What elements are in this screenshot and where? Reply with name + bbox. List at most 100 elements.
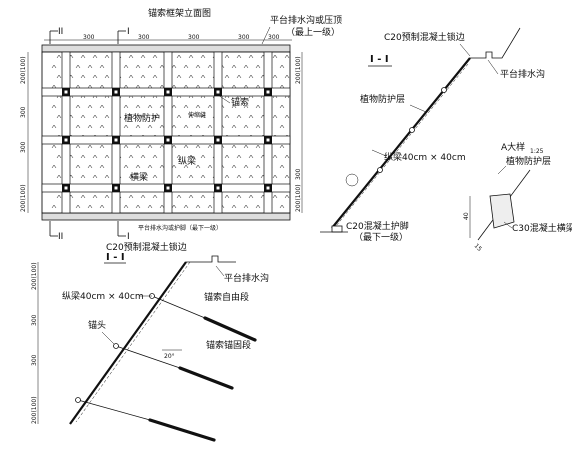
vegetation-mark xyxy=(80,154,86,159)
section-mark-ii-bottom: II xyxy=(58,232,63,242)
side-dim-4: 200(100) xyxy=(20,184,27,212)
vegetation-layer-label: 植物防护层 xyxy=(360,93,405,105)
platform-drain-label: 平台排水沟 xyxy=(500,68,545,80)
vegetation-mark xyxy=(51,164,57,169)
vegetation-mark xyxy=(236,194,242,199)
vegetation-mark xyxy=(128,54,134,59)
bottom-dim-1: 200(100) xyxy=(31,262,38,290)
vegetation-mark xyxy=(236,54,242,59)
vegetation-mark xyxy=(147,144,153,149)
vegetation-mark xyxy=(80,114,86,119)
vegetation-mark xyxy=(80,54,86,59)
vegetation-mark xyxy=(140,74,146,79)
vegetation-mark xyxy=(104,114,110,119)
vegetation-mark xyxy=(99,84,105,89)
bottom-slope-face xyxy=(69,261,187,425)
vegetation-mark xyxy=(159,204,165,209)
vegetation-mark xyxy=(231,104,237,109)
vegetation-mark xyxy=(152,174,158,179)
vegetation-mark xyxy=(140,114,146,119)
vegetation-mark xyxy=(152,74,158,79)
anchor-fixed-section-2 xyxy=(178,366,234,390)
bottom-dim-3: 300 xyxy=(31,354,38,366)
vegetation-mark xyxy=(183,124,189,129)
section-mark-ii-top: II xyxy=(58,27,63,37)
vegetation-mark xyxy=(123,204,129,209)
anchor-node-core xyxy=(166,138,170,142)
toe-level-label: （最下一级） xyxy=(354,231,408,243)
vegetation-mark xyxy=(284,114,290,119)
vegetation-mark xyxy=(207,64,213,69)
vegetation-mark xyxy=(140,154,146,159)
longitudinal-beam-1 xyxy=(61,51,71,214)
vegetation-mark xyxy=(284,54,290,59)
vegetation-mark xyxy=(99,144,105,149)
vegetation-mark xyxy=(171,124,177,129)
bottom-upper-platform xyxy=(186,255,236,263)
top-drain-label: 平台排水沟或压顶 xyxy=(270,14,342,26)
vegetation-mark xyxy=(128,74,134,79)
vegetation-mark xyxy=(188,54,194,59)
vegetation-mark xyxy=(159,64,165,69)
anchor-free-section-1 xyxy=(151,295,206,319)
vegetation-mark xyxy=(279,124,285,129)
vegetation-mark xyxy=(195,124,201,129)
vegetation-mark xyxy=(135,164,141,169)
vegetation-mark xyxy=(99,204,105,209)
vegetation-mark xyxy=(279,164,285,169)
vegetation-mark xyxy=(51,64,57,69)
anchor-node-core xyxy=(266,90,270,94)
long-beam-label-1-1: 纵梁40cm × 40cm xyxy=(384,151,466,163)
vegetation-mark xyxy=(188,74,194,79)
vegetation-mark xyxy=(135,84,141,89)
anchor-label: 锚索 xyxy=(231,96,249,108)
vegetation-mark xyxy=(272,154,278,159)
vegetation-mark xyxy=(147,64,153,69)
detail-callout-circle xyxy=(345,173,359,187)
vegetation-mark xyxy=(272,114,278,119)
side-dim-3: 300 xyxy=(20,141,27,153)
vegetation-mark xyxy=(236,114,242,119)
top-anchor-edge-label: C20预制混凝土锁边 xyxy=(384,31,465,43)
vegetation-mark xyxy=(92,154,98,159)
spacing-top-2: 300 xyxy=(138,34,150,41)
vegetation-mark xyxy=(284,174,290,179)
vegetation-mark xyxy=(104,174,110,179)
vegetation-mark xyxy=(284,154,290,159)
vegetation-mark xyxy=(123,124,129,129)
anchor-node-core xyxy=(266,186,270,190)
vegetation-mark xyxy=(176,54,182,59)
vegetation-mark xyxy=(123,84,129,89)
vegetation-mark xyxy=(248,174,254,179)
vegetation-mark xyxy=(92,54,98,59)
spacing-top-5: 300 xyxy=(268,34,280,41)
vegetation-mark xyxy=(279,204,285,209)
vegetation-mark xyxy=(200,74,206,79)
vegetation-mark xyxy=(236,174,242,179)
vegetation-mark xyxy=(200,54,206,59)
vegetation-mark xyxy=(188,174,194,179)
spacing-top-4: 300 xyxy=(238,34,250,41)
vegetation-mark xyxy=(92,174,98,179)
vegetation-mark xyxy=(207,104,213,109)
vegetation-mark xyxy=(243,204,249,209)
transverse-beam-label: 横梁 xyxy=(130,171,148,183)
vegetation-mark xyxy=(231,144,237,149)
vegetation-mark xyxy=(56,114,62,119)
detail-a-title: A大样 xyxy=(501,141,525,153)
bottom-section-anchors xyxy=(75,293,257,442)
vegetation-mark xyxy=(135,104,141,109)
vegetation-mark xyxy=(207,164,213,169)
vegetation-mark xyxy=(159,164,165,169)
vegetation-mark xyxy=(255,104,261,109)
vegetation-mark xyxy=(159,84,165,89)
vegetation-mark xyxy=(152,154,158,159)
spacing-top-3: 300 xyxy=(188,34,200,41)
right-dim-1: 200(100) xyxy=(295,56,302,84)
vegetation-mark xyxy=(224,174,230,179)
vegetation-mark xyxy=(224,114,230,119)
anchor-node-core xyxy=(114,186,118,190)
vegetation-mark xyxy=(243,84,249,89)
vegetation-mark xyxy=(176,174,182,179)
detail-vegetation-label: 植物防护层 xyxy=(506,155,551,167)
